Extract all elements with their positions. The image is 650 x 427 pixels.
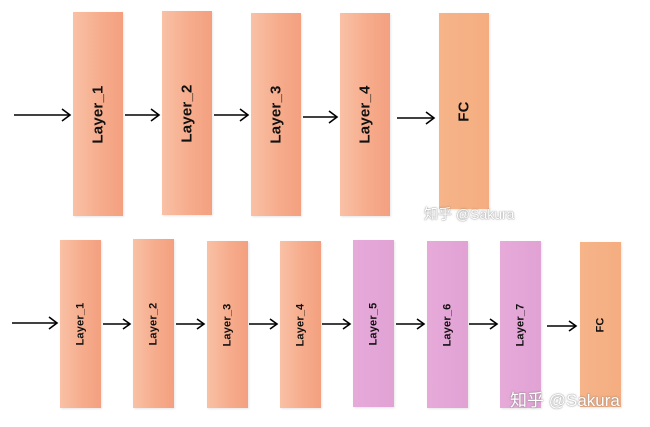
row1-arrow-1-2-icon [125, 108, 161, 122]
row2-layer-5-block: Layer_5 [353, 240, 394, 407]
row1-arrow-2-3-icon [214, 108, 250, 122]
row1-arrow-4-fc-icon [397, 111, 436, 125]
row1-layer-1-block: Layer_1 [73, 12, 123, 216]
row1-layer-4-block: Layer_4 [340, 13, 390, 216]
row2-arrow-2-3-icon [176, 318, 206, 330]
row2-layer-1-block: Layer_1 [60, 240, 101, 408]
row2-arrow-6-7-icon [469, 318, 499, 330]
row1-layer-2-block: Layer_2 [162, 11, 212, 215]
row2-fc-block: FC [580, 242, 621, 407]
row2-layer-7-block: Layer_7 [500, 241, 541, 408]
row2-layer-3-block: Layer_3 [207, 241, 248, 408]
row2-layer-6-block: Layer_6 [427, 241, 468, 408]
row1-layer-3-block: Layer_3 [251, 13, 301, 216]
row1-arrow-3-4-icon [303, 110, 339, 124]
row2-layer-4-block: Layer_4 [280, 241, 321, 408]
row2-arrow-3-4-icon [249, 318, 279, 330]
row2-arrow-1-2-icon [103, 318, 132, 330]
row2-input-arrow-icon [12, 316, 59, 330]
row2-arrow-5-6-icon [396, 318, 426, 330]
row2-arrow-4-5-icon [322, 318, 352, 330]
row2-arrow-7-fc-icon [547, 320, 578, 332]
row2-layer-2-block: Layer_2 [133, 239, 174, 408]
row1-input-arrow-icon [14, 108, 72, 122]
row1-fc-block: FC [439, 13, 489, 209]
watermark-bottom: 知乎 @Sakura [510, 391, 620, 410]
watermark-top: 知乎 @Sakura [424, 206, 515, 222]
